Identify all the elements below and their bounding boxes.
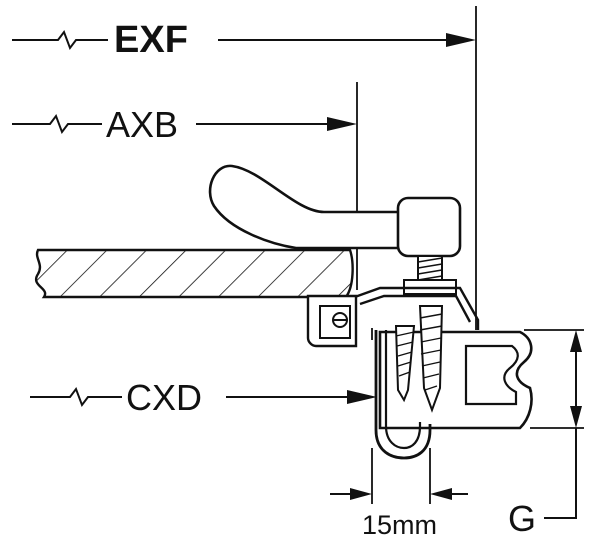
g-label: G <box>508 498 536 539</box>
wing-handle <box>208 164 462 258</box>
cxd-label: CXD <box>126 377 202 418</box>
screw-right <box>418 305 444 413</box>
axb-arrowhead <box>327 117 357 131</box>
gap-arrow-left <box>350 488 372 500</box>
g-arrow-top <box>570 330 582 352</box>
exf-dimension: EXF <box>12 6 477 330</box>
gap-arrow-right <box>430 488 452 500</box>
exf-label: EXF <box>114 19 188 61</box>
g-arrow-bottom <box>570 406 582 428</box>
knob-block <box>396 196 462 258</box>
u-clip <box>371 328 432 460</box>
gap-label: 15mm <box>362 510 437 540</box>
screw-left <box>394 325 416 403</box>
exf-arrowhead <box>446 33 476 47</box>
clamp-bracket <box>306 286 480 348</box>
cxd-arrowhead <box>347 390 377 404</box>
axb-label: AXB <box>106 104 178 145</box>
gap-dimension: 15mm <box>330 448 468 540</box>
axb-dimension: AXB <box>12 82 358 290</box>
base-block <box>378 330 533 430</box>
g-dimension: G <box>508 329 584 539</box>
cxd-dimension: CXD <box>30 377 377 418</box>
hatched-panel <box>35 248 354 299</box>
